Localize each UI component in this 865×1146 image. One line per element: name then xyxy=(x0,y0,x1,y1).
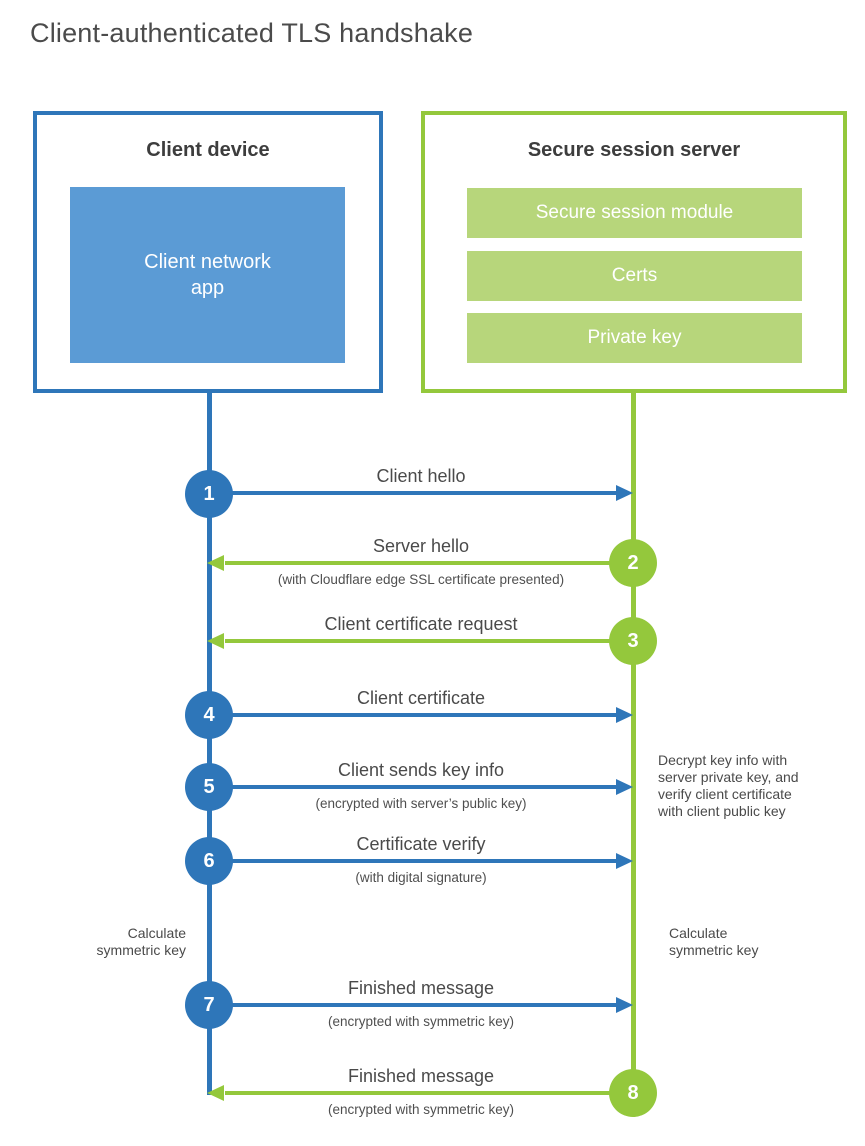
server-module-certs: Certs xyxy=(467,251,802,301)
message-label: Server hello xyxy=(372,536,470,556)
message-sublabel: (with digital signature) xyxy=(355,870,487,885)
step-number: 4 xyxy=(203,703,215,726)
arrow-head-left-icon xyxy=(207,555,224,571)
message-arrow-line xyxy=(209,785,617,789)
step-circle-4: 4 xyxy=(185,691,233,739)
step-circle-5: 5 xyxy=(185,763,233,811)
message-label: Client certificate request xyxy=(324,614,518,634)
message-label: Client certificate xyxy=(356,688,486,708)
arrow-head-right-icon xyxy=(616,707,633,723)
step-circle-8: 8 xyxy=(609,1069,657,1117)
message-sublabel: (encrypted with symmetric key) xyxy=(327,1102,515,1117)
message-arrow-line xyxy=(225,1091,633,1095)
server-module-secure-session: Secure session module xyxy=(467,188,802,238)
calculate-symmetric-key-note-client: Calculate symmetric key xyxy=(96,925,186,958)
step-number: 6 xyxy=(203,849,215,872)
page-title: Client-authenticated TLS handshake xyxy=(30,18,474,48)
message-sublabel: (encrypted with server’s public key) xyxy=(315,796,527,811)
step-circle-1: 1 xyxy=(185,470,233,518)
message-arrow-line xyxy=(209,713,617,717)
secure-session-server-title: Secure session server xyxy=(527,139,741,161)
step-circle-3: 3 xyxy=(609,617,657,665)
arrow-head-right-icon xyxy=(616,997,633,1013)
server-module-private-key: Private key xyxy=(467,313,802,363)
step-circle-6: 6 xyxy=(185,837,233,885)
step-number: 8 xyxy=(627,1081,639,1104)
arrow-head-left-icon xyxy=(207,633,224,649)
message-arrow-line xyxy=(225,639,633,643)
arrow-head-right-icon xyxy=(616,779,633,795)
arrow-head-left-icon xyxy=(207,1085,224,1101)
client-lifeline xyxy=(207,391,212,1095)
message-label: Finished message xyxy=(347,978,495,998)
step-number: 3 xyxy=(627,629,639,652)
message-label: Finished message xyxy=(347,1066,495,1086)
step-circle-7: 7 xyxy=(185,981,233,1029)
step-number: 7 xyxy=(203,993,215,1016)
client-network-app-box: Client network app xyxy=(70,187,345,363)
server-lifeline xyxy=(631,391,636,1081)
arrow-head-right-icon xyxy=(616,853,633,869)
step-number: 5 xyxy=(203,775,215,798)
decrypt-key-info-note: Decrypt key info with server private key… xyxy=(658,752,799,819)
message-sublabel: (with Cloudflare edge SSL certificate pr… xyxy=(277,572,565,587)
message-label: Client hello xyxy=(376,466,466,486)
message-arrow-line xyxy=(209,491,617,495)
arrow-head-right-icon xyxy=(616,485,633,501)
client-device-title: Client device xyxy=(146,139,270,161)
message-label: Client sends key info xyxy=(337,760,505,780)
step-number: 1 xyxy=(203,482,215,505)
message-arrow-line xyxy=(209,859,617,863)
calculate-symmetric-key-note-server: Calculate symmetric key xyxy=(669,925,759,958)
message-arrow-line xyxy=(209,1003,617,1007)
message-label: Certificate verify xyxy=(356,834,486,854)
message-arrow-line xyxy=(225,561,633,565)
step-number: 2 xyxy=(627,551,639,574)
message-sublabel: (encrypted with symmetric key) xyxy=(327,1014,515,1029)
step-circle-2: 2 xyxy=(609,539,657,587)
